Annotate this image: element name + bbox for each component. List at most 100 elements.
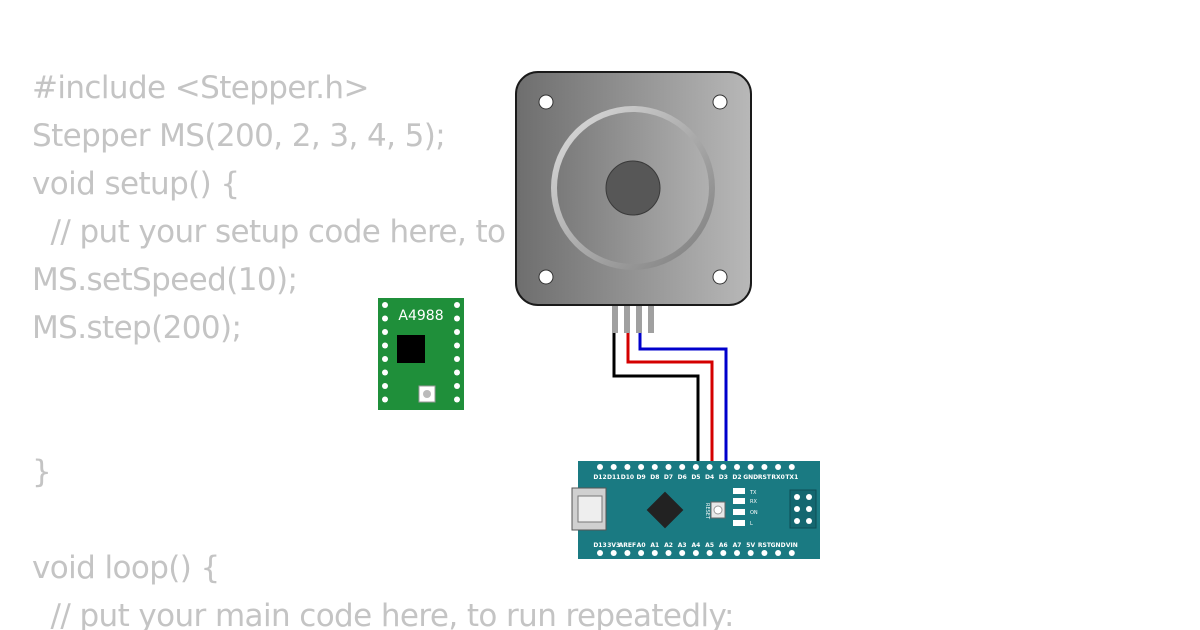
pin-label-top: RST — [758, 474, 772, 481]
code-line: Stepper MS(200, 2, 3, 4, 5); — [32, 118, 446, 154]
driver-pin[interactable] — [454, 383, 460, 389]
header-pin[interactable] — [651, 550, 658, 556]
header-pin[interactable] — [747, 464, 754, 470]
header-pin[interactable] — [775, 550, 782, 556]
mounting-hole — [538, 94, 554, 110]
header-pin[interactable] — [692, 464, 699, 470]
header-pin[interactable] — [734, 464, 740, 470]
driver-pin[interactable] — [382, 369, 388, 376]
wire-black[interactable] — [612, 333, 700, 465]
wire-red[interactable] — [626, 333, 714, 465]
header-pin[interactable] — [665, 464, 672, 470]
driver-pin[interactable] — [454, 356, 460, 362]
pin-label-top: D8 — [650, 474, 659, 481]
stepper-motor[interactable] — [515, 71, 752, 333]
header-pin[interactable] — [692, 550, 699, 556]
driver-pin[interactable] — [382, 396, 388, 403]
header-pin[interactable] — [761, 464, 768, 470]
wires — [612, 333, 728, 465]
driver-pin[interactable] — [382, 342, 388, 349]
pin-label-bottom: A2 — [664, 542, 673, 549]
icsp-pin — [794, 518, 800, 524]
icsp-pin — [794, 506, 800, 512]
motor-pin — [648, 305, 654, 333]
pin-label-top: D4 — [705, 474, 714, 481]
driver-pin[interactable] — [382, 329, 388, 335]
header-pin[interactable] — [624, 464, 631, 470]
led-label-tx: TX — [749, 490, 757, 496]
driver-pin[interactable] — [454, 302, 460, 308]
header-pin[interactable] — [610, 464, 617, 470]
mounting-hole — [712, 269, 728, 285]
motor-shaft — [605, 160, 661, 216]
pin-label-top: D9 — [637, 474, 646, 481]
header-pin[interactable] — [624, 550, 631, 556]
a4988-driver[interactable]: A4988 — [378, 298, 464, 410]
header-pin[interactable] — [638, 550, 645, 556]
header-pin[interactable] — [638, 464, 645, 470]
icsp-header — [789, 489, 817, 529]
pin-label-bottom: RST — [758, 542, 772, 549]
pin-label-top: D5 — [691, 474, 700, 481]
driver-pin[interactable] — [454, 315, 460, 322]
nano-top-pins — [597, 464, 795, 470]
header-pin[interactable] — [720, 464, 727, 470]
header-pin[interactable] — [788, 464, 795, 470]
code-editor[interactable]: #include <Stepper.h> Stepper MS(200, 2, … — [32, 0, 1200, 630]
header-pin[interactable] — [788, 550, 795, 556]
header-pin[interactable] — [665, 550, 672, 556]
pin-label-top: D3 — [719, 474, 728, 481]
header-pin[interactable] — [761, 550, 768, 556]
header-pin[interactable] — [679, 464, 686, 470]
pin-label-bottom: 3V3 — [607, 542, 620, 549]
pin-label-top: D2 — [732, 474, 741, 481]
header-pin[interactable] — [706, 550, 713, 556]
pin-label-top: D6 — [678, 474, 687, 481]
mounting-hole — [538, 269, 554, 285]
header-pin[interactable] — [720, 550, 727, 556]
pin-label-bottom: A6 — [719, 542, 728, 549]
header-pin[interactable] — [706, 464, 713, 470]
nano-bottom-pins — [597, 550, 795, 556]
motor-pin — [636, 305, 642, 333]
code-line: #include <Stepper.h> — [32, 70, 369, 106]
pin-label-top: GND — [743, 474, 758, 481]
icsp-pin — [806, 518, 812, 524]
header-pin[interactable] — [597, 464, 603, 470]
driver-pin[interactable] — [382, 315, 388, 322]
pin-label-bottom: A5 — [705, 542, 714, 549]
driver-pin[interactable] — [454, 342, 460, 349]
driver-pin[interactable] — [382, 383, 388, 389]
driver-pin[interactable] — [454, 396, 460, 403]
code-line: } — [32, 454, 52, 490]
header-pin[interactable] — [597, 550, 603, 556]
header-pin[interactable] — [610, 550, 617, 556]
driver-pin[interactable] — [382, 302, 388, 308]
header-pin[interactable] — [775, 464, 782, 470]
pin-label-top: D7 — [664, 474, 673, 481]
led-l — [733, 520, 745, 526]
led-tx — [733, 488, 745, 494]
header-pin[interactable] — [651, 464, 658, 470]
driver-pin[interactable] — [382, 356, 388, 362]
nano-board — [578, 461, 820, 559]
mounting-hole — [712, 94, 728, 110]
led-on — [733, 509, 745, 515]
wire-blue[interactable] — [638, 333, 728, 465]
pin-label-bottom: GND — [771, 542, 786, 549]
pin-label-bottom: D13 — [593, 542, 606, 549]
driver-pin[interactable] — [454, 369, 460, 376]
reset-button-cap — [713, 505, 723, 515]
header-pin[interactable] — [747, 550, 754, 556]
pin-label-bottom: A7 — [733, 542, 742, 549]
pin-label-bottom: VIN — [786, 542, 798, 549]
driver-pin[interactable] — [454, 329, 460, 335]
header-pin[interactable] — [734, 550, 740, 556]
header-pin[interactable] — [679, 550, 686, 556]
pin-label-bottom: 5V — [746, 542, 755, 549]
icsp-pin — [794, 494, 800, 500]
